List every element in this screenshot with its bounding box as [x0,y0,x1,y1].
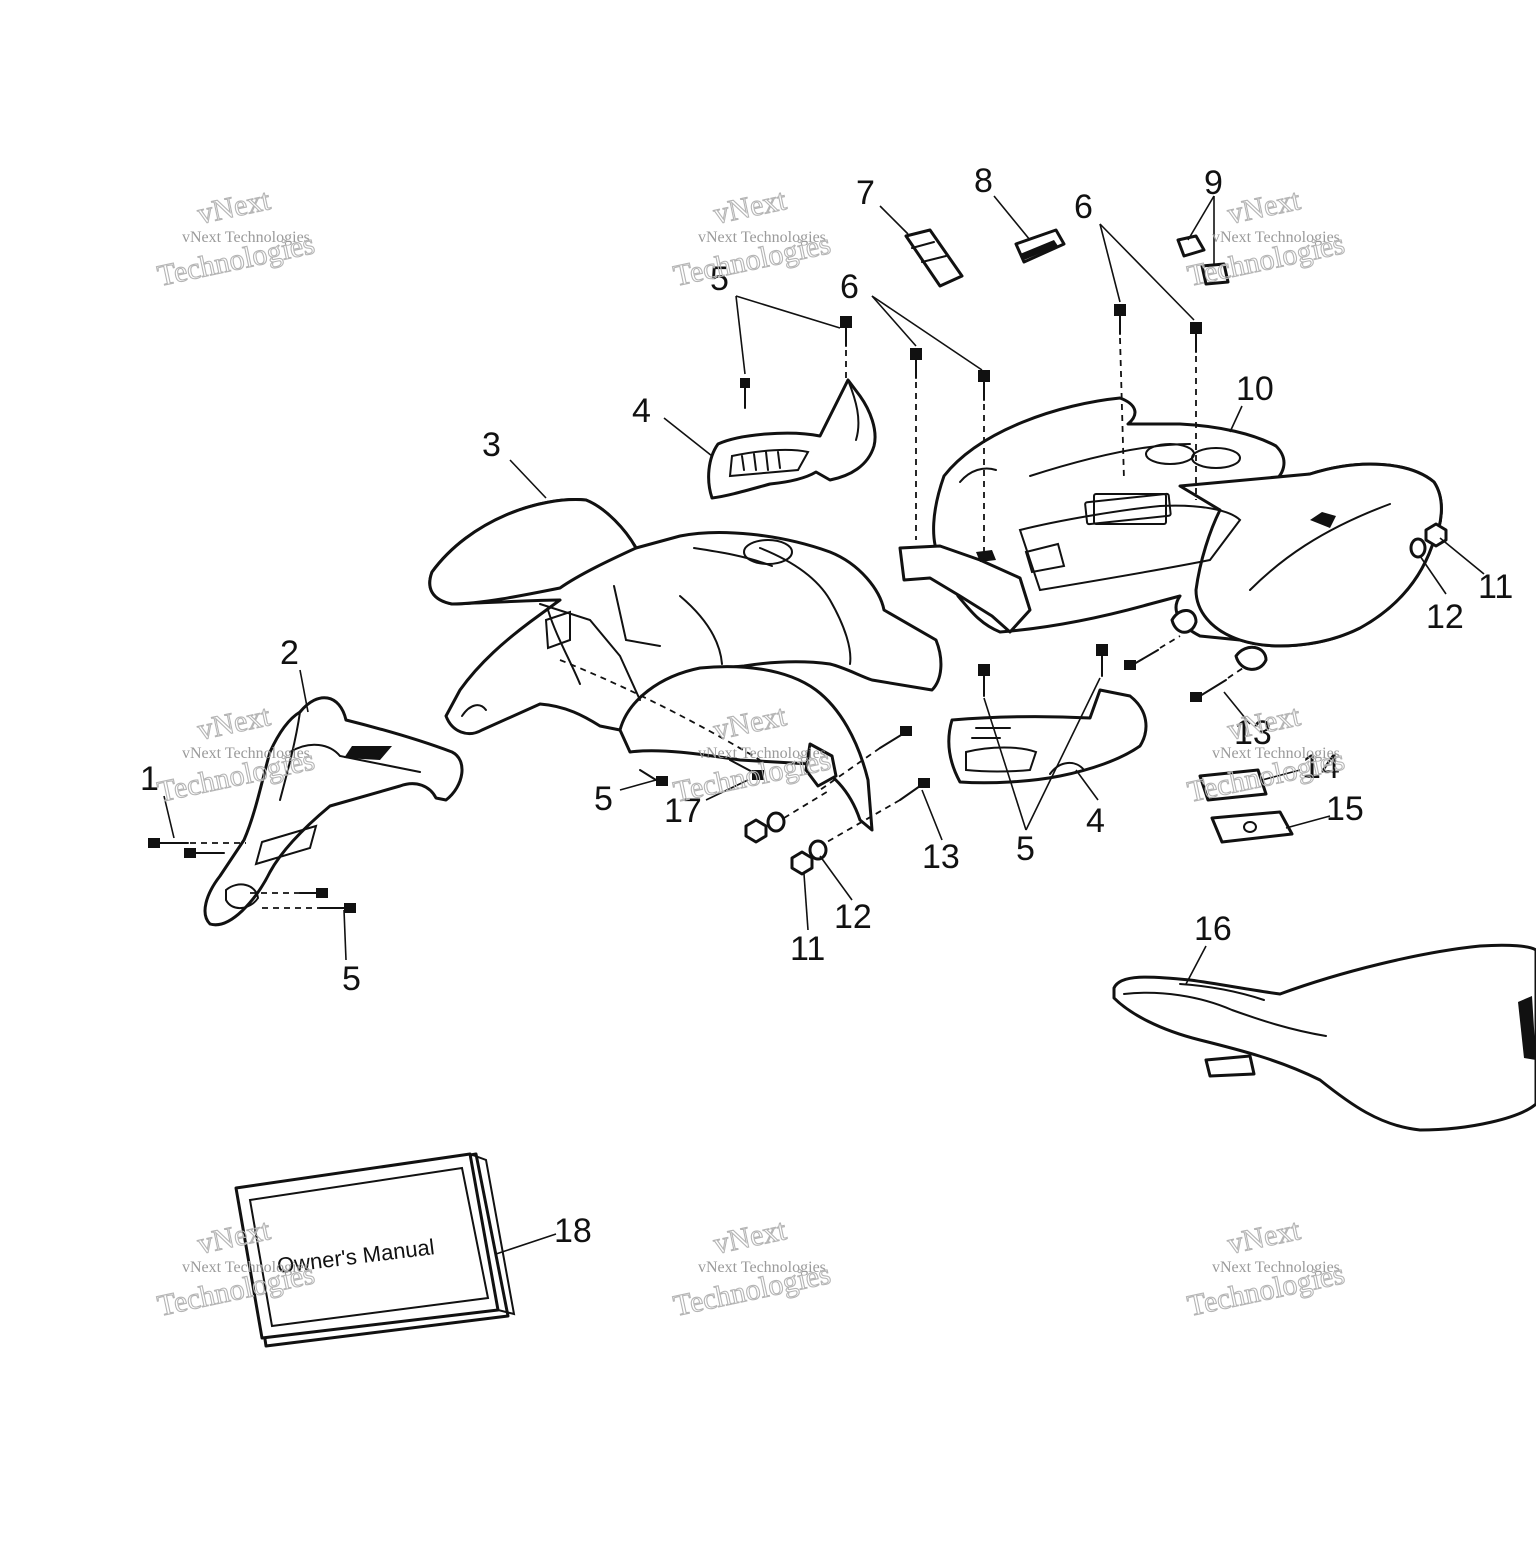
washer-12-rear [1409,537,1427,559]
part-15-plate [1210,810,1294,844]
callout-5: 5 [710,260,729,298]
svg-text:vNext: vNext [1225,183,1304,231]
screw-5-a [740,378,750,409]
svg-text:vNext Technologies: vNext Technologies [182,229,310,246]
callout-16: 16 [1194,910,1232,948]
part-10-rear-fender [932,396,1443,648]
screw-5-g [262,903,356,913]
screw-6-c [1114,304,1126,481]
callout-17: 17 [664,792,702,830]
watermark-tl: vNext vNext Technologies Technologies [154,183,318,294]
callout-8: 8 [974,162,993,200]
leader-lines [163,195,1485,1255]
part-3-front-fender [428,498,943,832]
part-16-seat [1112,943,1536,1132]
rear-bracket-left [898,544,1032,634]
svg-text:vNext: vNext [1225,1213,1304,1261]
part-18-owners-manual: Owner's Manual [234,1152,516,1348]
callout-5-lower-panel: 5 [1016,830,1035,868]
callout-13-front: 13 [922,838,960,876]
callout-11: 11 [1478,568,1513,606]
nut-11-rear [1424,522,1448,548]
part-8-clip [1014,228,1066,264]
callout-10: 10 [1236,370,1274,408]
svg-text:vNext: vNext [195,183,274,231]
part-7-clip [904,228,964,288]
callout-numbers: 1 2 3 4 5 6 7 8 9 10 11 12 13 14 15 16 1… [140,162,1513,1250]
screw-5-c [978,664,990,697]
callout-15: 15 [1326,790,1364,828]
svg-text:vNext: vNext [711,183,790,231]
watermark-tc: vNext vNext Technologies Technologies [670,183,834,294]
callout-5-bumper: 5 [342,960,361,998]
bracket-under-fender [804,742,838,788]
screw-6-d [1190,322,1202,500]
callout-4-lower: 4 [1086,802,1105,840]
watermark-br: vNext vNext Technologies Technologies [1184,1213,1348,1324]
screw-13-a [819,726,912,791]
part-4-side-panel-upper [707,378,877,500]
callout-6: 6 [840,268,859,306]
svg-text:vNext Technologies: vNext Technologies [698,745,826,762]
svg-text:vNext: vNext [195,699,274,747]
part-4-side-panel-lower [947,688,1148,785]
screw-13-b [819,778,930,847]
screw-13-c [1124,635,1181,670]
watermark-mr: vNext vNext Technologies Technologies [1184,699,1348,810]
svg-text:vNext Technologies: vNext Technologies [698,1259,826,1276]
callout-2: 2 [280,634,299,672]
fasteners [148,304,1448,913]
callout-14: 14 [1302,748,1340,786]
callout-3: 3 [482,426,501,464]
svg-text:vNext: vNext [711,1213,790,1261]
callout-1: 1 [140,760,159,798]
screw-5-b [840,316,852,378]
screw-1-a [148,838,246,848]
part-14-plate [1198,768,1268,802]
screw-17 [729,759,764,780]
callout-4: 4 [632,392,651,430]
screw-5-e [639,769,668,786]
screw-5-f [250,888,328,898]
callout-18: 18 [554,1212,592,1250]
callout-7: 7 [856,174,875,212]
screw-6-a [910,348,922,540]
svg-text:vNext Technologies: vNext Technologies [1212,745,1340,762]
watermark-bc: vNext vNext Technologies Technologies [670,1213,834,1324]
callout-6-rear: 6 [1074,188,1093,226]
screw-1-b [184,848,225,858]
svg-text:vNext Technologies: vNext Technologies [1212,1259,1340,1276]
screw-6-b [978,370,990,560]
svg-text:vNext Technologies: vNext Technologies [698,229,826,246]
screw-5-d [1096,644,1108,677]
callout-11-front: 11 [790,930,825,968]
svg-text:vNext Technologies: vNext Technologies [1212,229,1340,246]
svg-text:vNext Technologies: vNext Technologies [182,1259,310,1276]
callout-12-front: 12 [834,898,872,936]
callout-13: 13 [1234,714,1272,752]
screw-13-d [1190,665,1247,702]
washer-12-front [766,789,831,861]
grommet-rear [1170,609,1268,671]
svg-text:vNext Technologies: vNext Technologies [182,745,310,762]
part-2-front-bumper [203,696,464,927]
nut-11-front [744,818,814,876]
callout-9: 9 [1204,164,1223,202]
callout-12: 12 [1426,598,1464,636]
callout-5-fender: 5 [594,780,613,818]
